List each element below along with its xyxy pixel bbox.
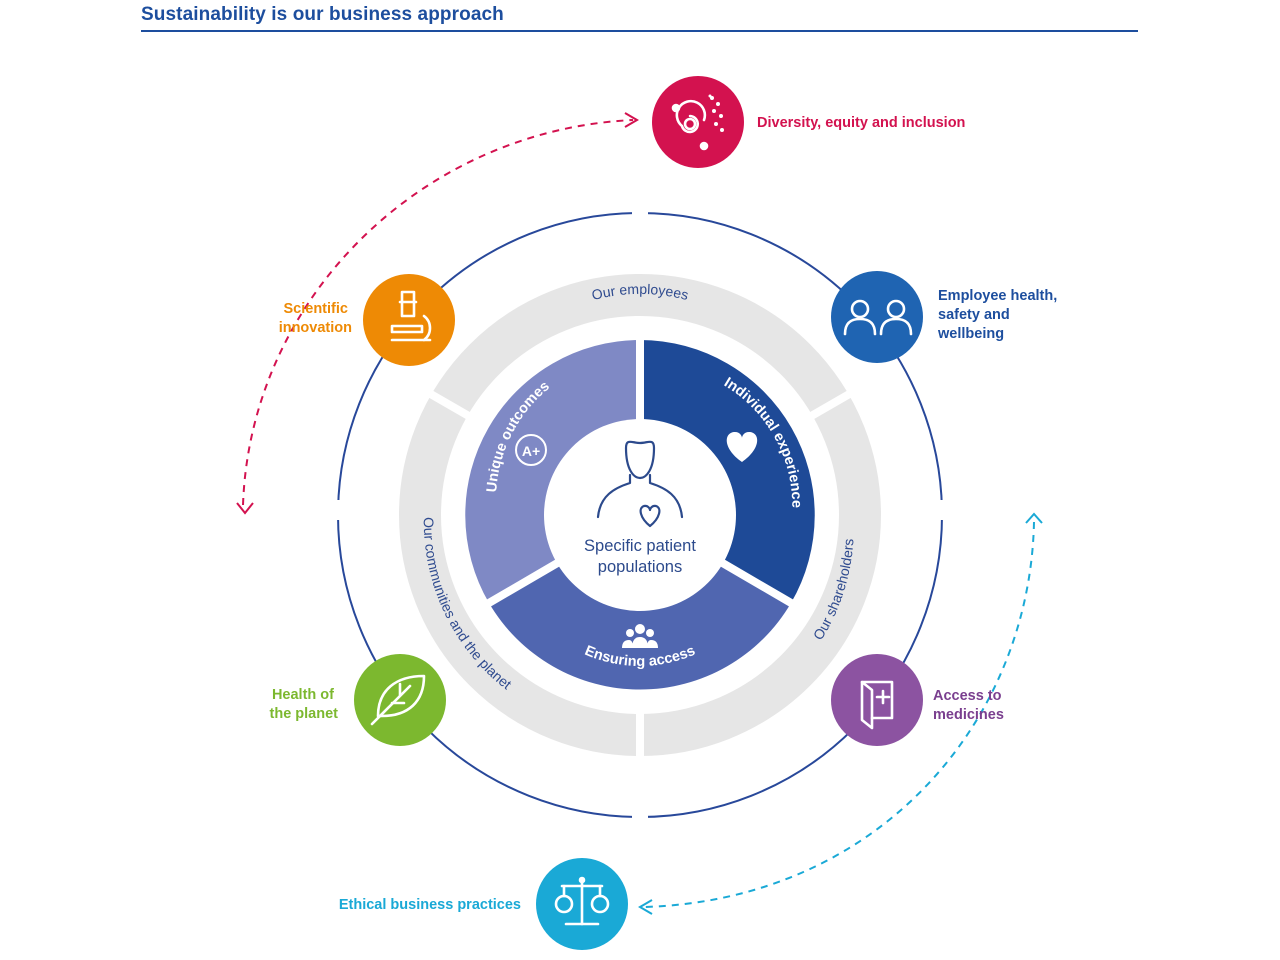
pillar-employee-health — [831, 271, 923, 363]
spiral-dots-icon — [671, 94, 724, 151]
center-label-line2: populations — [598, 558, 682, 576]
people-icon — [843, 299, 913, 336]
segment-ensuring-access — [489, 555, 791, 690]
arrow-cyan — [643, 521, 1035, 908]
pillar-planet — [354, 654, 446, 746]
patient-icon — [596, 440, 684, 528]
a-plus-badge-icon: A+ — [515, 434, 547, 466]
pillar-ethical — [536, 858, 628, 950]
svg-text:A+: A+ — [522, 443, 540, 459]
arrow-cyan-head — [638, 899, 653, 915]
group-people-icon — [622, 624, 658, 648]
pillar-access — [831, 654, 923, 746]
pillar-label-science: Scientific innovation — [279, 301, 352, 336]
center-label-line1: Specific patient — [584, 537, 696, 555]
leaf-icon — [370, 674, 426, 726]
inner-donut — [465, 336, 815, 690]
arrow-pink-head — [624, 112, 639, 128]
segment-unique-outcomes — [465, 340, 640, 603]
arrow-cyan-tail-head — [1025, 512, 1043, 524]
heart-icon — [726, 432, 758, 462]
pillar-dei — [652, 76, 744, 168]
stakeholder-ring — [399, 274, 881, 765]
arrow-pink-tail-head — [236, 502, 254, 515]
pillar-label-employee-health: Employee health, safety and wellbeing — [937, 288, 1061, 342]
microscope-icon — [390, 290, 432, 342]
pillar-label-dei: Diversity, equity and inclusion — [757, 115, 965, 131]
scales-icon — [554, 876, 610, 926]
pillar-label-planet: Health of the planet — [270, 687, 339, 722]
page-title: Sustainability is our business approach — [141, 4, 504, 25]
title-divider — [141, 30, 1138, 32]
segment-individual-experience — [640, 340, 815, 603]
ring-label-employees: Our employees — [590, 281, 690, 303]
door-plus-icon — [860, 680, 894, 730]
pillar-science — [363, 274, 455, 366]
cycle-arrows — [236, 112, 1043, 915]
arrow-pink — [242, 119, 634, 506]
pillar-label-access: Access to medicines — [933, 688, 1006, 723]
pillar-label-ethical: Ethical business practices — [339, 897, 521, 913]
